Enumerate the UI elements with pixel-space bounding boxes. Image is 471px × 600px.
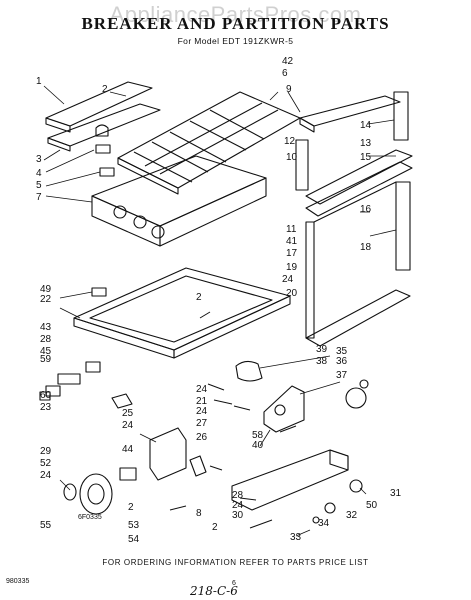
ordering-note: FOR ORDERING INFORMATION REFER TO PARTS …: [102, 558, 369, 567]
callout-54: 54: [128, 534, 140, 545]
callout-29: 29: [40, 446, 52, 457]
callout-53: 53: [128, 520, 140, 531]
callout-23: 23: [40, 402, 52, 413]
callout-30: 30: [232, 510, 244, 521]
callout-59: 59: [40, 354, 52, 365]
left-small-parts: [39, 287, 133, 409]
callout-numbers: 1234574296121410131516181141171924204922…: [36, 56, 402, 545]
diagram-subtitle: For Model EDT 191ZKWR-5: [177, 36, 294, 46]
callout-39: 39: [316, 344, 328, 355]
diagram-title: BREAKER AND PARTITION PARTS: [81, 14, 390, 33]
callout-17: 17: [286, 248, 298, 259]
callout-55: 55: [40, 520, 52, 531]
callout-50: 50: [366, 500, 378, 511]
callout-2: 2: [128, 502, 134, 513]
callout-38: 38: [316, 356, 328, 367]
callout-24: 24: [282, 274, 294, 285]
callout-24: 24: [40, 470, 52, 481]
callout-35: 35: [336, 346, 348, 357]
callout-31: 31: [390, 488, 402, 499]
callout-24: 24: [196, 384, 208, 395]
partition-shelf: [73, 267, 291, 359]
callout-2: 2: [102, 84, 108, 95]
callout-58: 58: [252, 430, 264, 441]
callout-27: 27: [196, 418, 208, 429]
fan-motor: [63, 473, 113, 515]
page-code: 980335: [6, 578, 30, 585]
callout-6: 6: [282, 68, 288, 79]
callout-19: 19: [286, 262, 298, 273]
callout-22: 22: [40, 294, 52, 305]
callout-2: 2: [212, 522, 218, 533]
breaker-tray: [91, 155, 267, 247]
callout-33: 33: [290, 532, 302, 543]
callout-13: 13: [360, 138, 372, 149]
callout-3: 3: [36, 154, 42, 165]
callout-32: 32: [346, 510, 358, 521]
handwritten-note: 218-C-6: [190, 584, 238, 598]
watermark: AppliancePartsPros.com: [109, 2, 362, 27]
callout-4: 4: [36, 168, 42, 179]
callout-2: 2: [196, 292, 202, 303]
callout-37: 37: [336, 370, 348, 381]
callout-28: 28: [40, 334, 52, 345]
callout-34: 34: [318, 518, 330, 529]
control-housing: [235, 360, 369, 433]
callout-7: 7: [36, 192, 42, 203]
callout-49: 49: [40, 284, 52, 295]
callout-25: 25: [122, 408, 134, 419]
callout-11: 11: [286, 224, 297, 235]
callout-16: 16: [360, 204, 372, 215]
callout-5: 5: [36, 180, 42, 191]
callout-24: 24: [196, 406, 208, 417]
callout-26: 26: [196, 432, 208, 443]
callout-12: 12: [284, 136, 296, 147]
callout-8: 8: [196, 508, 202, 519]
callout-20: 20: [286, 288, 298, 299]
callout-24: 24: [122, 420, 134, 431]
doc-code: 6F0335: [78, 514, 102, 521]
screws: [169, 311, 297, 529]
callout-60: 60: [40, 390, 52, 401]
callout-40: 40: [252, 440, 264, 451]
callout-15: 15: [360, 152, 372, 163]
callout-21: 21: [196, 396, 208, 407]
callout-10: 10: [286, 152, 298, 163]
callout-44: 44: [122, 444, 134, 455]
callout-42: 42: [282, 56, 294, 67]
callout-1: 1: [36, 76, 42, 87]
callout-28: 28: [232, 490, 244, 501]
callout-36: 36: [336, 356, 348, 367]
callout-43: 43: [40, 322, 52, 333]
callout-45: 45: [40, 346, 52, 357]
bottom-bracket: [231, 449, 363, 524]
callout-41: 41: [286, 236, 298, 247]
callout-52: 52: [40, 458, 52, 469]
breaker-clips: [95, 124, 115, 177]
damper-assembly: [119, 427, 207, 481]
callout-9: 9: [286, 84, 292, 95]
freezer-shelf: [117, 91, 301, 195]
callout-24: 24: [232, 500, 244, 511]
leader-lines: [43, 85, 397, 537]
breaker-strip-top: [45, 81, 161, 152]
callout-14: 14: [360, 120, 372, 131]
partition-frame-right: [295, 91, 413, 347]
callout-18: 18: [360, 242, 372, 253]
page-number: 6: [232, 580, 236, 587]
